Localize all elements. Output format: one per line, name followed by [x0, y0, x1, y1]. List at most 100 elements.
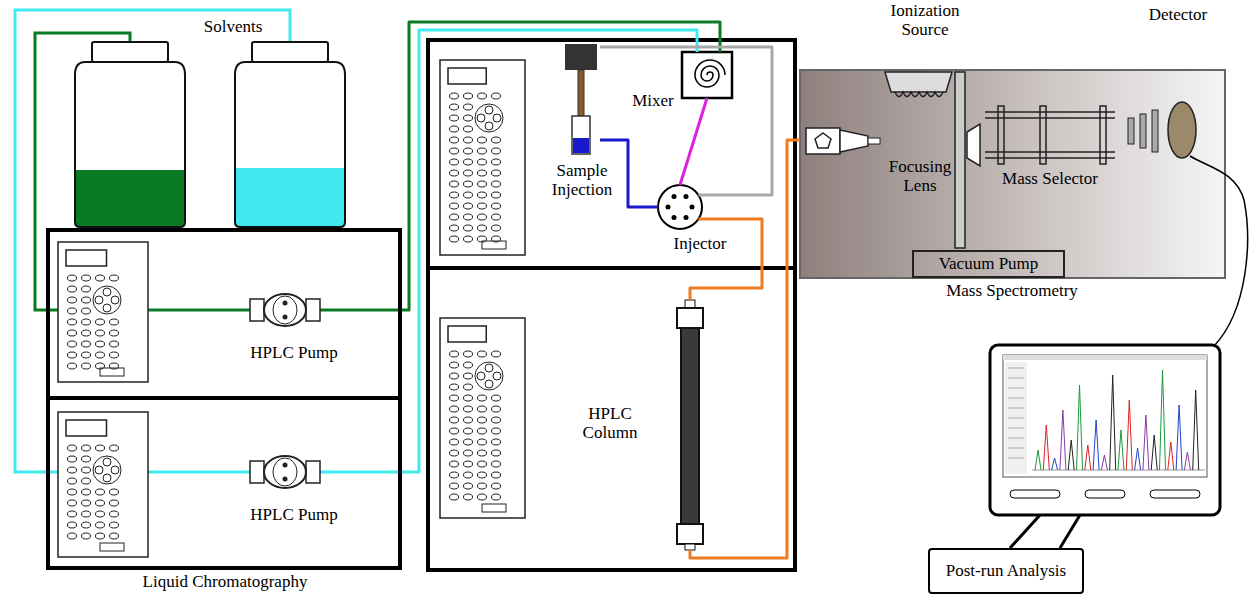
panel-button: [82, 363, 91, 369]
panel-button: [450, 362, 459, 368]
keyboard-plate: Post-run Analysis: [928, 548, 1084, 594]
panel-button: [450, 93, 459, 99]
panel-button: [478, 203, 487, 209]
sidebar-item: [1008, 428, 1024, 429]
panel-face: [58, 242, 148, 382]
chromatogram-peak: [1160, 370, 1166, 470]
panel-button: [68, 352, 77, 358]
component-label: Detector: [1138, 6, 1218, 25]
syringe-hub: [565, 44, 597, 70]
panel-button: [110, 352, 119, 358]
panel-button: [464, 351, 473, 357]
panel-button: [464, 472, 473, 478]
chromatogram-peak: [1184, 452, 1190, 470]
panel-button: [450, 126, 459, 132]
chromatogram-peak: [1118, 430, 1124, 470]
panel-arrow-key: [103, 458, 111, 466]
column-tube: [685, 544, 695, 550]
panel-button: [450, 225, 459, 231]
mixer: Mixer: [682, 52, 732, 98]
mixer-body: [682, 52, 732, 98]
solvent-line: [15, 10, 290, 472]
sidebar-item: [1008, 388, 1024, 389]
chromatogram-peak: [1193, 390, 1199, 470]
panel-button: [464, 181, 473, 187]
panel-button: [464, 373, 473, 379]
monitor-button: [1085, 490, 1125, 498]
panel-button: [464, 137, 473, 143]
panel-button: [110, 275, 119, 281]
panel-button: [450, 192, 459, 198]
panel-button: [492, 472, 501, 478]
panel-button: [110, 533, 119, 539]
column-fitting: [677, 308, 703, 328]
pump-port: [250, 461, 264, 483]
panel-button: [82, 478, 91, 484]
valve-port: [690, 205, 695, 210]
panel-button: [450, 428, 459, 434]
monitor-bezel: [990, 345, 1220, 515]
injector-valve: Injector: [658, 185, 702, 229]
panel-button: [110, 500, 119, 506]
ion-source-coil: [895, 92, 943, 97]
tubing-connector: [680, 98, 707, 185]
panel-arrow-key: [485, 122, 493, 130]
valve-ports: [666, 194, 695, 220]
chromatogram-peak: [1077, 385, 1083, 470]
sidebar-item: [1008, 438, 1024, 439]
panel-arrow-key: [485, 364, 493, 372]
pump-port: [250, 299, 264, 321]
panel-button: [450, 159, 459, 165]
vacuum-pump: Vacuum Pump: [912, 250, 1065, 278]
panel-button: [96, 330, 105, 336]
panel-button: [464, 192, 473, 198]
control-panels: [58, 60, 525, 557]
sample-vial: [572, 116, 590, 154]
sample-syringe: Sample Injection: [563, 42, 600, 158]
panel-button: [450, 203, 459, 209]
tubing-connector: [600, 47, 772, 195]
panel-button: [96, 319, 105, 325]
ms-inlet-cone: [840, 130, 868, 152]
panel-switch: [100, 543, 124, 551]
panel-button: [68, 341, 77, 347]
panel-arrow-key: [95, 296, 103, 304]
panel-button: [450, 417, 459, 423]
panel-button: [68, 511, 77, 517]
valve-port: [684, 194, 689, 199]
solvent-liquid: [236, 168, 344, 226]
screen-sidebar: [1005, 362, 1027, 474]
component-label: Mass Spectrometry: [922, 282, 1102, 301]
pump-valve: [283, 463, 288, 468]
panel-button: [464, 439, 473, 445]
mass-selector-ring: [998, 106, 1004, 164]
panel-button: [82, 500, 91, 506]
panel-button: [82, 330, 91, 336]
tubing-connector: [402, 22, 720, 310]
panel-button: [96, 275, 105, 281]
component-label: Injector: [658, 235, 742, 254]
panel-button: [450, 170, 459, 176]
data-cable: [1190, 156, 1248, 346]
mixer-coil: [695, 60, 725, 87]
panel-button: [478, 137, 487, 143]
panel-switch: [482, 241, 506, 249]
panel-button: [464, 115, 473, 121]
injector-valve: [658, 185, 702, 229]
panel-button: [68, 456, 77, 462]
panel-button: [478, 214, 487, 220]
panel-button: [82, 511, 91, 517]
panel-button: [478, 428, 487, 434]
panel-button: [450, 214, 459, 220]
section-label: Solvents: [183, 18, 283, 37]
panel-button: [464, 104, 473, 110]
panel-button: [478, 159, 487, 165]
panel-button: [492, 192, 501, 198]
panel-face: [440, 318, 525, 518]
panel-button: [464, 384, 473, 390]
panel-button: [464, 483, 473, 489]
panel-button: [96, 522, 105, 528]
sidebar-item: [1008, 378, 1024, 379]
panel-button: [478, 472, 487, 478]
